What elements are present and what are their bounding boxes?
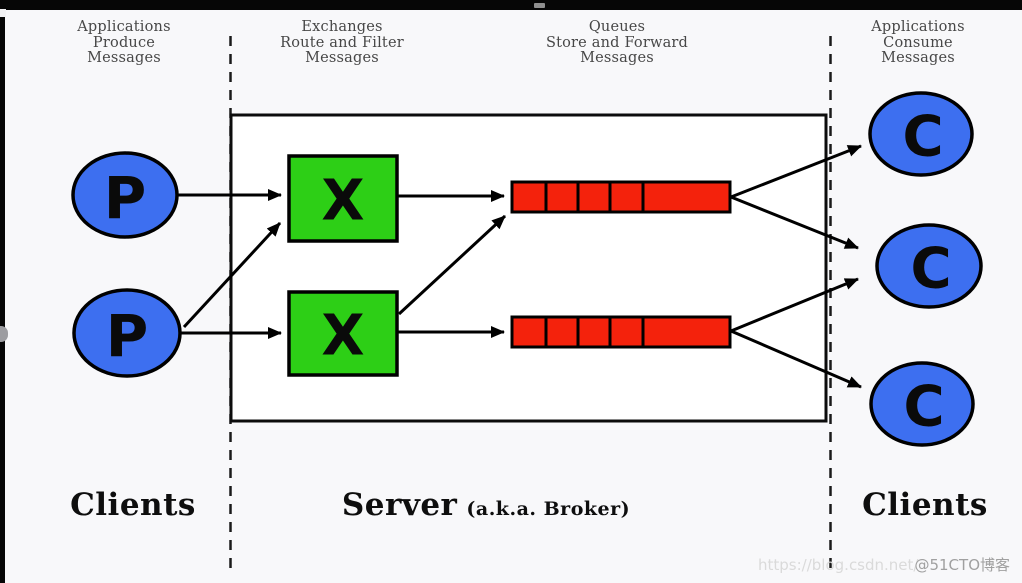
header-applications-consume: Applications Consume Messages [871, 19, 965, 66]
producer-1-label: P [104, 164, 147, 232]
arrow-queue2-consumer2 [730, 277, 859, 333]
consumer-3-node [869, 361, 975, 447]
exchange-2-label: X [321, 304, 364, 369]
watermark-badge: @51CTO博客 [914, 556, 1010, 574]
edge-blob-artifact [0, 326, 8, 342]
queue-2-node [510, 315, 732, 349]
watermark: https://blog.csdn.net/@51CTO博客 [758, 554, 1010, 575]
exchange-1-node [287, 154, 399, 243]
server-label: Server (a.k.a. Broker) [296, 487, 676, 523]
queue-2-body [510, 315, 732, 349]
producer-2-node [72, 288, 182, 378]
producer-1-node [71, 151, 179, 239]
consumer-3-label: C [903, 375, 944, 440]
clients-right-label: Clients [862, 487, 988, 523]
producer-2-label: P [106, 302, 149, 370]
exchange-1-label: X [321, 169, 364, 234]
watermark-url: https://blog.csdn.net/ [758, 556, 919, 574]
arrow-queue1-consumer2 [730, 195, 859, 250]
video-left-bar [0, 0, 5, 583]
queue-1-body [510, 180, 732, 214]
topbar-notch-artifact [534, 3, 545, 8]
exchange-2-node [287, 290, 399, 377]
header-exchanges-route: Exchanges Route and Filter Messages [280, 19, 404, 66]
consumer-1-node [868, 91, 974, 177]
consumer-1-label: C [902, 105, 943, 170]
arrow-queue2-consumer3 [730, 329, 862, 389]
queue-1-node [510, 180, 732, 214]
server-title: Server [341, 487, 458, 523]
arrow-queue1-consumer1 [730, 144, 862, 199]
server-subtitle: (a.k.a. Broker) [466, 498, 631, 520]
header-queues-store: Queues Store and Forward Messages [545, 19, 689, 66]
arrow-producer2-exchange1 [182, 221, 282, 329]
corner-notch-artifact [0, 9, 6, 17]
arrow-exchange2-queue1 [397, 214, 507, 316]
clients-left-label: Clients [70, 487, 196, 523]
consumer-2-label: C [910, 237, 951, 302]
consumer-2-node [875, 223, 983, 309]
video-top-bar [0, 0, 1022, 10]
header-applications-produce: Applications Produce Messages [77, 19, 171, 66]
